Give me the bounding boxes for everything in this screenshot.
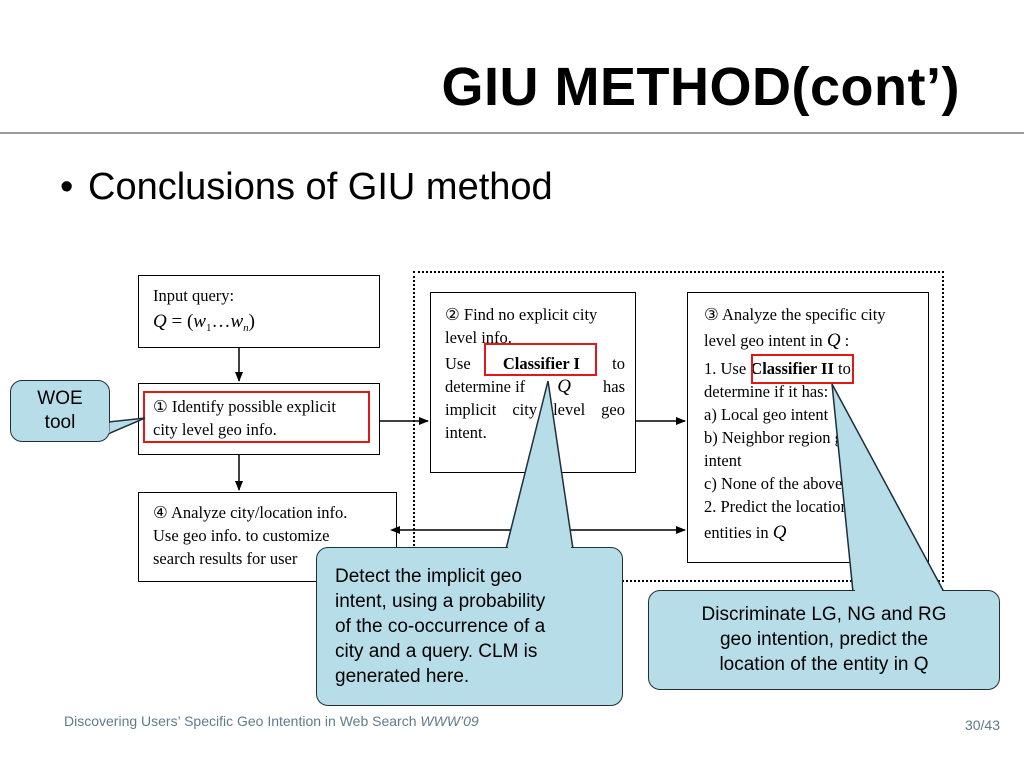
step1-identify-box: ① Identify possible explicit city level … [138,383,380,455]
classifier2-label: Classifier II [750,359,834,378]
classifier2-highlight [751,354,854,384]
input-query-box: Input query: Q = (w1…wn) [138,275,380,348]
step3-line9: 2. Predict the location of [704,497,867,516]
step2-line1: ② Find no explicit city [445,305,598,324]
bullet-text: Conclusions of GIU method [88,166,553,208]
classifier1-line3: of the co-occurrence of a [335,616,546,637]
step3-line10: entities in Q [704,522,787,543]
footer-venue: WWW’09 [420,713,479,729]
woe-line1: WOE [37,388,83,409]
footer-citation: Discovering Users’ Specific Geo Intentio… [64,713,479,729]
title-divider [0,132,1024,134]
bullet-item: • Conclusions of GIU method [60,166,553,209]
classifier1-line1: Detect the implicit geo [335,566,522,587]
step2-line5: implicit city level geo [445,400,625,419]
step2-line6: intent. [445,423,487,442]
classifier1-line4: city and a query. CLM is [335,641,538,662]
step4-line2: Use geo info. to customize [153,526,330,545]
classifier1-label: Classifier I [502,354,580,373]
classifier-group-frame [413,271,944,582]
classifier1-callout: Detect the implicit geo intent, using a … [316,547,623,706]
step3-line3: 1. Use Classifier II to [704,359,851,378]
classifier2-line2: geo intention, predict the [719,629,929,650]
step3-line6: b) Neighbor region geo [704,428,859,447]
step3-line4: determine if it has: [704,382,829,401]
step1-line2: city level geo info. [153,420,277,439]
step1-highlight [143,391,370,443]
step3-line8: c) None of the above [704,474,843,493]
step4-line1: ④ Analyze city/location info. [153,503,348,522]
woe-line2: tool [44,412,76,433]
step1-line1: ① Identify possible explicit [153,397,336,416]
classifier1-line2: intent, using a probability [335,591,546,612]
step3-line1: ③ Analyze the specific city [704,305,886,324]
step3-line2: level geo intent in Q : [704,330,850,351]
classifier1-highlight [484,343,597,376]
woe-tool-callout: WOE tool [10,380,110,442]
bullet-marker: • [60,166,74,208]
step4-line3: search results for user [153,549,298,568]
page-number: 30/43 [964,717,1000,733]
step3-line5: a) Local geo intent [704,405,829,424]
input-query-label: Input query: [153,286,235,305]
classifier2-line3: location of the entity in Q [719,654,929,675]
query-formula: Q = (w1…wn) [153,311,255,334]
classifier1-line5: generated here. [335,666,470,687]
step2-line2: level info. [445,328,512,347]
classifier2-callout: Discriminate LG, NG and RG geo intention… [648,590,1000,690]
footer-text: Discovering Users’ Specific Geo Intentio… [64,713,417,729]
slide-title: GIU METHOD(cont’) [441,57,960,117]
step3-line7: intent [704,451,742,470]
classifier2-line1: Discriminate LG, NG and RG [701,604,947,625]
